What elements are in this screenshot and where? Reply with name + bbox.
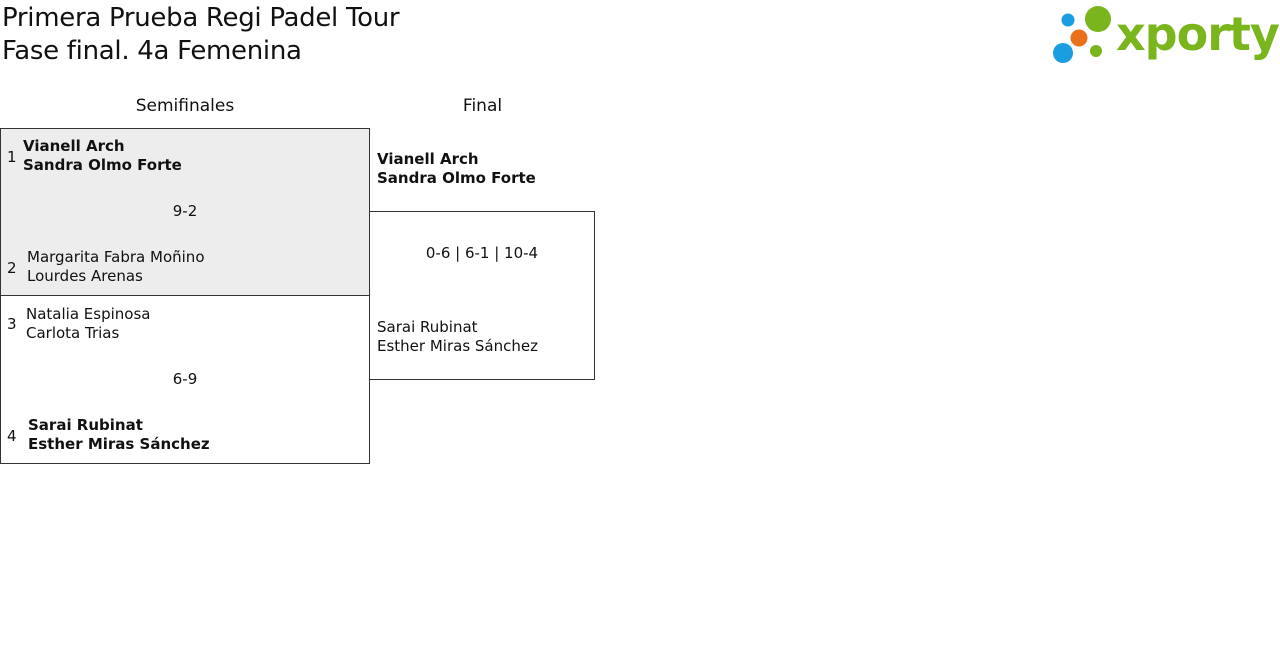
player-name: Sarai Rubinat — [28, 416, 143, 434]
logo-wordmark: xporty — [1116, 7, 1280, 61]
match-score: 6-9 — [172, 370, 198, 388]
phase-subtitle: Fase final. 4a Femenina — [2, 36, 302, 66]
player-name: Esther Miras Sánchez — [377, 337, 538, 355]
page-title: Primera Prueba Regi Padel Tour Fase fina… — [2, 2, 400, 68]
final-match[interactable] — [369, 211, 595, 380]
xporty-logo[interactable]: xporty — [1050, 4, 1280, 68]
player-name: Sandra Olmo Forte — [377, 169, 536, 187]
seed-number: 4 — [7, 427, 17, 445]
player-name: Sarai Rubinat — [377, 318, 478, 336]
logo-dots-icon — [1053, 6, 1111, 63]
player-name: Margarita Fabra Moñino — [27, 248, 205, 266]
player-name: Esther Miras Sánchez — [28, 435, 210, 453]
final-team-entry[interactable]: Sarai Rubinat Esther Miras Sánchez — [377, 318, 538, 356]
player-name: Vianell Arch — [377, 150, 479, 168]
team-entry[interactable]: Natalia Espinosa Carlota Trias — [26, 305, 150, 343]
seed-number: 1 — [7, 148, 17, 166]
player-name: Sandra Olmo Forte — [23, 156, 182, 174]
tournament-title: Primera Prueba Regi Padel Tour — [2, 3, 400, 33]
round-header-semifinals: Semifinales — [135, 96, 235, 116]
semifinal-match-2[interactable] — [0, 295, 370, 464]
player-name: Vianell Arch — [23, 137, 125, 155]
final-team-entry[interactable]: Vianell Arch Sandra Olmo Forte — [377, 150, 536, 188]
team-entry[interactable]: Sarai Rubinat Esther Miras Sánchez — [28, 416, 210, 454]
team-entry[interactable]: Margarita Fabra Moñino Lourdes Arenas — [27, 248, 205, 286]
seed-number: 3 — [7, 315, 17, 333]
player-name: Carlota Trias — [26, 324, 120, 342]
team-entry[interactable]: Vianell Arch Sandra Olmo Forte — [23, 137, 182, 175]
semifinal-match-1[interactable] — [0, 128, 370, 296]
match-score: 9-2 — [172, 202, 198, 220]
player-name: Lourdes Arenas — [27, 267, 143, 285]
round-header-final: Final — [462, 96, 503, 116]
final-score: 0-6 | 6-1 | 10-4 — [425, 244, 539, 262]
player-name: Natalia Espinosa — [26, 305, 151, 323]
seed-number: 2 — [7, 259, 17, 277]
